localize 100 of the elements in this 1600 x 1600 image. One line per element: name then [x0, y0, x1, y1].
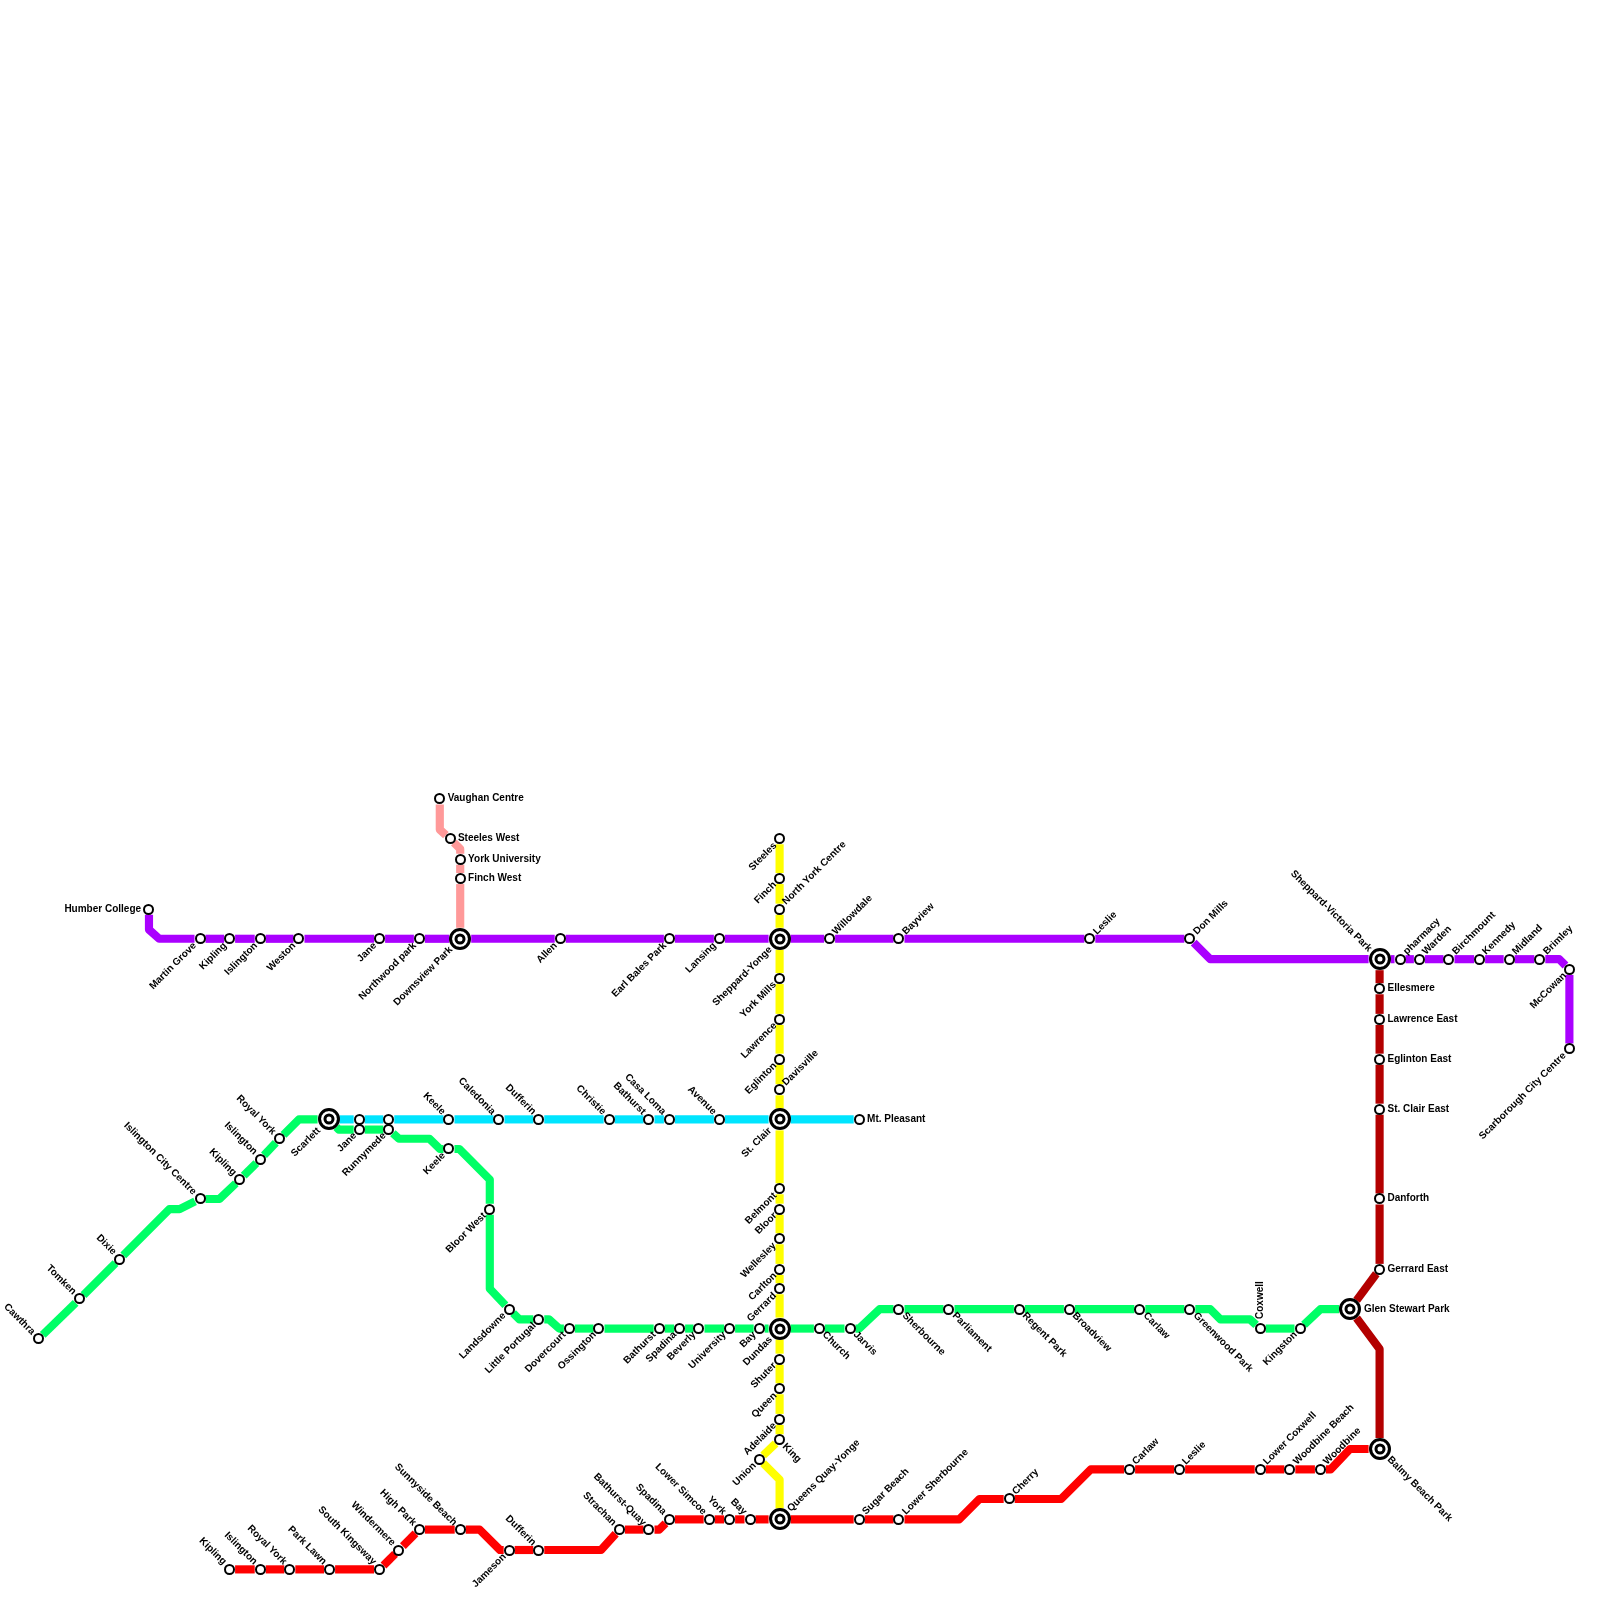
transit-line — [333, 1124, 354, 1134]
transit-line — [674, 1115, 714, 1124]
transit-line — [1014, 1465, 1125, 1504]
transit-line — [1353, 1315, 1384, 1438]
station-label: Vaughan Centre — [447, 792, 524, 805]
transit-line — [775, 1024, 784, 1054]
transit-line — [704, 1324, 725, 1333]
transit-line — [724, 1115, 769, 1124]
transit-line — [1485, 955, 1504, 964]
transit-line — [1301, 1305, 1339, 1328]
transit-line — [39, 1299, 79, 1338]
transit-line — [265, 1565, 285, 1574]
transit-line — [724, 934, 769, 943]
transit-line — [904, 1494, 1004, 1524]
transit-line — [664, 1324, 675, 1333]
transit-line — [240, 1160, 260, 1179]
station-label: Mt. Pleasant — [867, 1112, 926, 1125]
station-label: Finch West — [468, 871, 522, 884]
station-marker — [383, 1113, 395, 1125]
transit-line — [775, 984, 784, 1014]
transit-line — [1375, 1114, 1384, 1194]
transit-line — [755, 1515, 769, 1524]
transit-line — [764, 1324, 769, 1333]
transit-line — [235, 1565, 255, 1574]
transit-line — [775, 1274, 784, 1284]
transit-line — [339, 1115, 354, 1124]
transit-line — [904, 1305, 944, 1314]
transit-line — [456, 864, 465, 874]
transit-line — [120, 1197, 197, 1259]
transit-line — [1135, 1465, 1175, 1474]
transit-line — [604, 1324, 654, 1333]
transit-line — [565, 934, 664, 943]
transit-line — [674, 934, 714, 943]
transit-line — [864, 1515, 894, 1524]
transit-line — [790, 1324, 814, 1333]
transit-line — [775, 1294, 784, 1318]
transit-line — [1024, 1305, 1064, 1314]
transit-line — [775, 1424, 784, 1435]
transit-line — [390, 1130, 444, 1154]
transit-line — [685, 1324, 694, 1333]
transit-line — [904, 934, 1085, 943]
station-label: Eglinton East — [1387, 1052, 1452, 1065]
station-label: York University — [468, 852, 541, 865]
transit-line — [1265, 1324, 1295, 1333]
transit-line — [1454, 955, 1475, 964]
transit-line — [235, 934, 255, 943]
transit-line — [424, 1525, 455, 1534]
transit-line — [775, 914, 784, 928]
transit-line — [775, 1130, 784, 1184]
transit-line — [790, 934, 825, 943]
transit-line — [790, 1515, 854, 1524]
transit-line — [1185, 1465, 1255, 1474]
transit-line — [954, 1305, 1014, 1314]
transit-line — [454, 1115, 494, 1124]
transit-line — [1074, 1305, 1135, 1314]
transit-line — [760, 1440, 779, 1459]
transit-line — [1565, 974, 1574, 1044]
transit-line — [335, 1565, 375, 1574]
transit-line — [1375, 994, 1384, 1014]
transit-line — [835, 934, 894, 943]
transit-line — [265, 934, 294, 943]
station-label: Lawrence East — [1387, 1012, 1458, 1025]
transit-line — [1390, 955, 1395, 964]
station-label: Steeles West — [457, 832, 520, 845]
transit-line — [674, 1515, 704, 1524]
station-label: Coxwell — [1253, 1281, 1266, 1320]
transit-line — [295, 1565, 325, 1574]
transit-line — [1145, 1305, 1185, 1314]
station-label: Ellesmere — [1387, 982, 1435, 995]
transit-line — [205, 934, 225, 943]
transit-line — [471, 934, 555, 943]
transit-line — [1353, 1271, 1380, 1303]
transit-line — [775, 1194, 784, 1204]
transit-line — [654, 1115, 664, 1124]
transit-line — [544, 1315, 564, 1333]
transit-line — [280, 1115, 318, 1138]
transit-line — [775, 844, 784, 874]
transit-line — [510, 1310, 534, 1324]
transit-line — [775, 1214, 784, 1234]
transit-line — [380, 1551, 398, 1569]
transit-line — [1295, 1465, 1315, 1474]
transit-line — [544, 1530, 619, 1555]
transit-line — [775, 1064, 784, 1085]
transit-line — [1375, 1024, 1384, 1054]
transit-line — [451, 839, 465, 854]
transit-line — [760, 1460, 784, 1509]
transit-line — [1375, 1204, 1384, 1264]
transit-line — [714, 1515, 725, 1524]
transit-line — [364, 1125, 384, 1134]
transit-line — [504, 1115, 534, 1124]
transit-line — [454, 1144, 494, 1204]
transit-line — [654, 1520, 669, 1534]
transit-line — [1190, 939, 1369, 964]
transit-line — [624, 1525, 644, 1534]
transit-line — [456, 884, 465, 928]
station-label: St. Clair East — [1387, 1102, 1450, 1115]
transit-line — [1195, 1305, 1259, 1328]
station-label: Gerrard East — [1387, 1262, 1449, 1275]
transit-line — [465, 1525, 505, 1555]
transit-line — [144, 914, 195, 943]
